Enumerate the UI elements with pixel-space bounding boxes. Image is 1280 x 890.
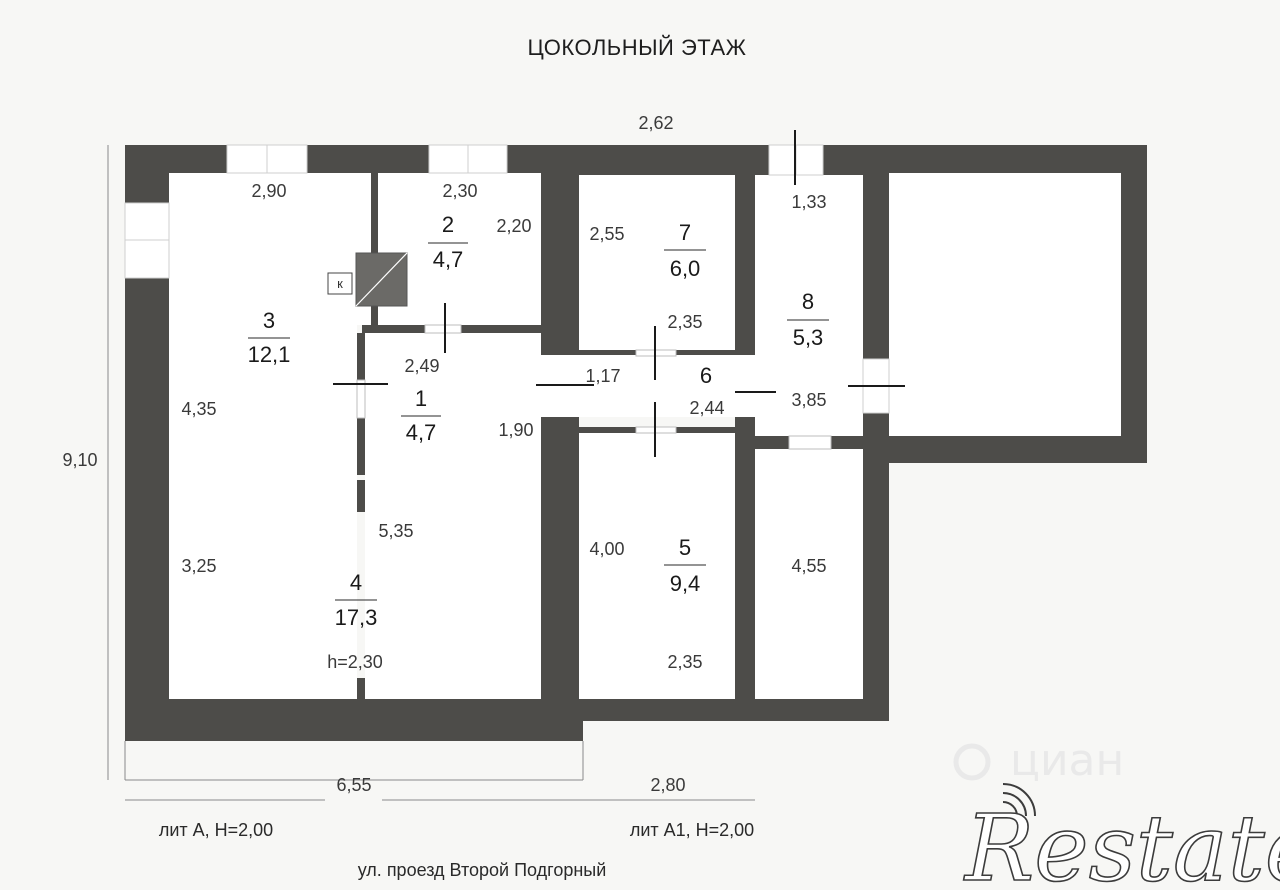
room-number: 6 [700, 363, 712, 388]
ceiling-height: h=2,30 [327, 652, 383, 672]
dimension-label: 1,33 [791, 192, 826, 212]
dimension-label: 4,35 [181, 399, 216, 419]
dimension-label: 3,25 [181, 556, 216, 576]
stove-label-box [327, 272, 353, 295]
room-fraction-lines [248, 242, 829, 601]
door-markers [333, 130, 905, 457]
dimension-label: 2,55 [589, 224, 624, 244]
lit-a-label: лит А, Н=2,00 [159, 820, 273, 840]
room-number: 3 [263, 308, 275, 333]
dimension-label: 2,35 [667, 312, 702, 332]
dimension-label: 2,44 [689, 398, 724, 418]
dimension-label: 2,80 [650, 775, 685, 795]
dimension-label: 2,90 [251, 181, 286, 201]
stove-label: к [337, 276, 343, 291]
room-number: 1 [415, 386, 427, 411]
watermark-cian-icon [953, 743, 991, 781]
walls [125, 145, 1147, 741]
dimension-label: 2,49 [404, 356, 439, 376]
watermark-cian: циан [1010, 735, 1124, 786]
stove-icon [355, 252, 408, 307]
street-label: ул. проезд Второй Подгорный [358, 860, 607, 880]
lit-a1-label: лит А1, Н=2,00 [630, 820, 754, 840]
restate-logo-icon [1002, 783, 1036, 817]
dimension-label: 9,10 [62, 450, 97, 470]
room-area: 5,3 [793, 325, 824, 350]
room-area: 9,4 [670, 571, 701, 596]
dimension-label: 2,20 [496, 216, 531, 236]
dimension-label: 2,35 [667, 652, 702, 672]
dimension-label: 4,00 [589, 539, 624, 559]
plan-title: ЦОКОЛЬНЫЙ ЭТАЖ [527, 35, 746, 60]
dimension-labels: 2,62 2,90 2,30 2,20 2,55 1,33 2,35 2,49 … [62, 113, 826, 795]
room-number: 5 [679, 535, 691, 560]
room-number: 2 [442, 212, 454, 237]
room-number: 8 [802, 289, 814, 314]
room-area: 4,7 [406, 420, 437, 445]
room-number: 4 [350, 570, 362, 595]
dimension-label: 1,90 [498, 420, 533, 440]
dimension-label: 1,17 [585, 366, 620, 386]
dimension-lines [107, 145, 755, 801]
watermark: циан Restate [953, 735, 1280, 890]
dimension-label: 5,35 [378, 521, 413, 541]
room-interiors [169, 173, 1121, 699]
room-labels: 2 4,7 3 12,1 1 4,7 4 17,3 7 6,0 6 5 9,4 … [248, 212, 824, 630]
room-area: 17,3 [335, 605, 378, 630]
room-number: 7 [679, 220, 691, 245]
room-area: 6,0 [670, 256, 701, 281]
dimension-label: 4,55 [791, 556, 826, 576]
dimension-label: 3,85 [791, 390, 826, 410]
watermark-restate: Restate [963, 795, 1280, 890]
dimension-label: 2,30 [442, 181, 477, 201]
dimension-label: 2,62 [638, 113, 673, 133]
dimension-label: 6,55 [336, 775, 371, 795]
room-area: 4,7 [433, 247, 464, 272]
room-area: 12,1 [248, 342, 291, 367]
